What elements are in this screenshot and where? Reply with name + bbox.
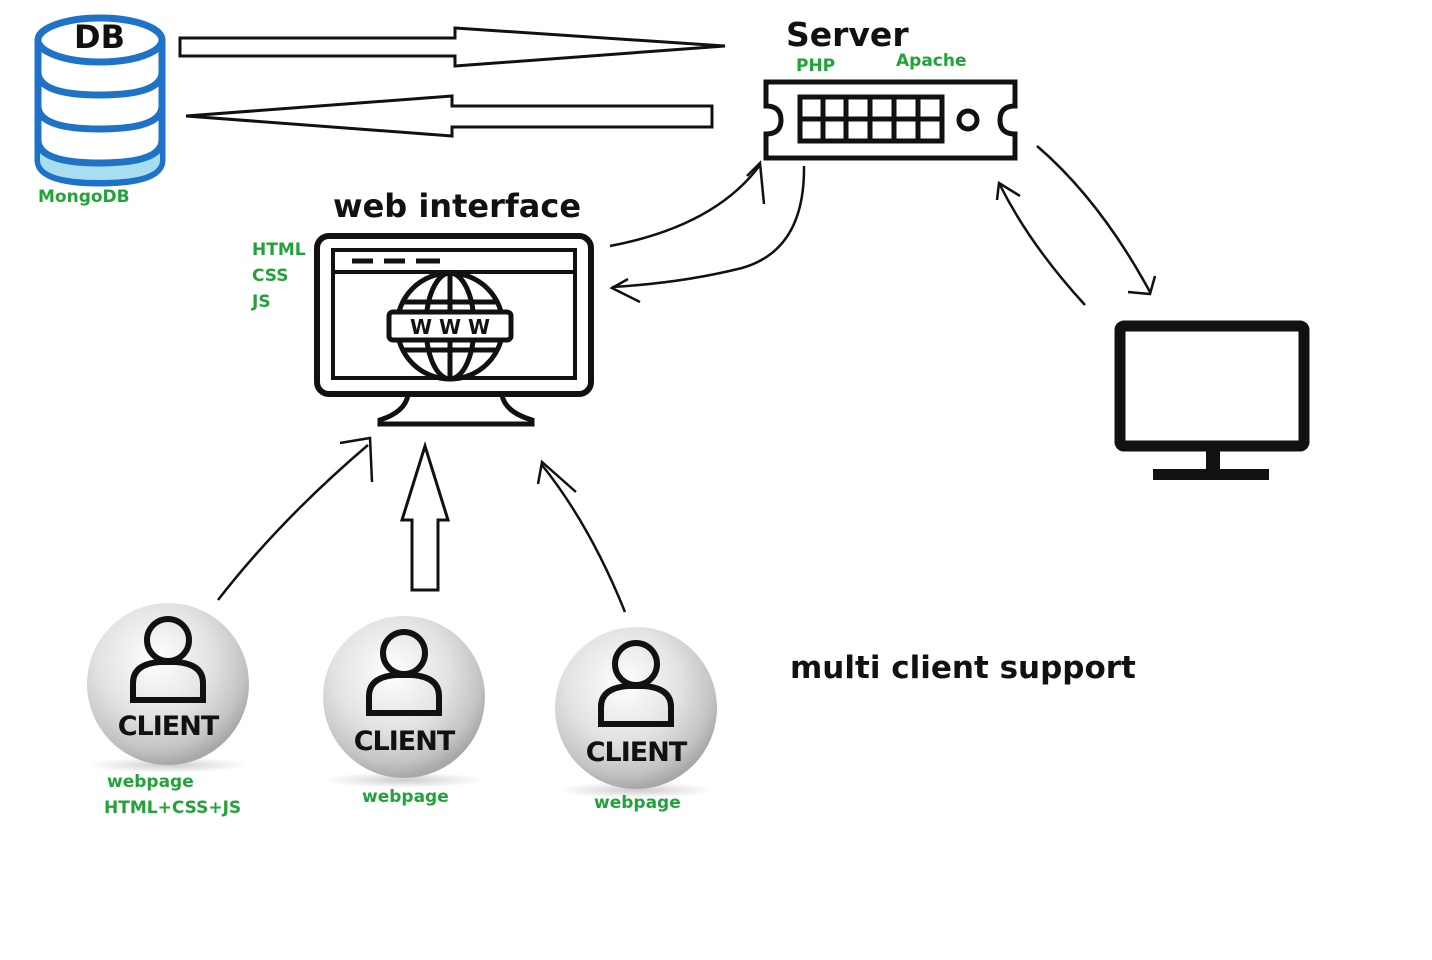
globe-icon: W W W <box>386 270 514 382</box>
db-caption: MongoDB <box>38 187 130 207</box>
center-client-arrow <box>399 440 451 592</box>
web-interface-title: web interface <box>333 187 582 225</box>
server-tech-php: PHP <box>796 56 836 76</box>
client-caption-tech: HTML+CSS+JS <box>104 798 242 818</box>
client-user-icon <box>366 629 442 716</box>
svg-text:W W W: W W W <box>410 315 490 339</box>
server-monitor-arrows <box>995 145 1157 306</box>
web-monitor-icon <box>314 233 594 427</box>
monitor-icon <box>1114 320 1310 480</box>
client-node <box>87 603 249 773</box>
client-user-icon <box>598 640 674 727</box>
client-caption: webpage <box>362 787 449 807</box>
web-tech-html: HTML <box>252 240 306 260</box>
web-tech-css: CSS <box>252 266 289 286</box>
client-label: CLIENT <box>353 726 456 757</box>
server-tech-apache: Apache <box>896 51 967 71</box>
db-title: DB <box>74 18 125 56</box>
web-tech-js: JS <box>252 292 271 312</box>
client-node <box>323 616 485 788</box>
server-title: Server <box>786 15 909 54</box>
client-to-webui-arrows <box>217 436 627 613</box>
client-label: CLIENT <box>585 737 688 768</box>
db-to-server-arrow <box>178 26 726 68</box>
client-caption: webpage <box>107 772 194 792</box>
server-webui-arrows <box>609 160 806 304</box>
client-user-icon <box>130 616 206 703</box>
database-icon <box>34 14 166 187</box>
client-node <box>555 627 717 798</box>
client-label: CLIENT <box>117 711 220 742</box>
multi-client-note: multi client support <box>790 650 1136 686</box>
server-to-db-arrow <box>185 94 714 138</box>
server-icon <box>763 79 1018 161</box>
client-caption: webpage <box>594 793 681 813</box>
